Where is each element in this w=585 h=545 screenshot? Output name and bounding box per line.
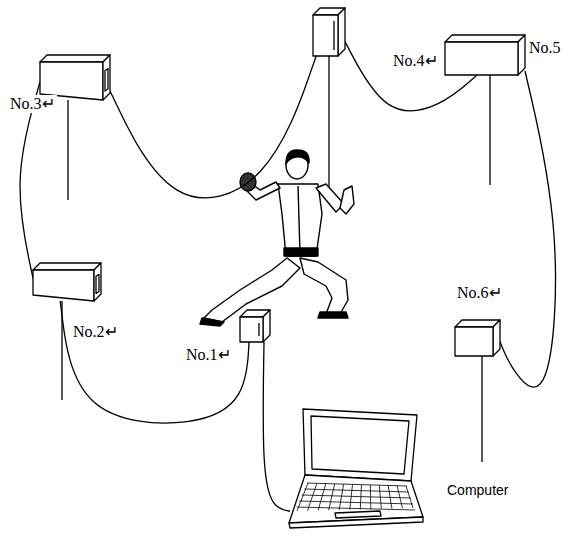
camera-outline (240, 310, 270, 342)
camera-front (455, 327, 493, 356)
figure-hair (286, 150, 309, 164)
camera-label: No.6↵ (455, 284, 504, 302)
camera-top (33, 263, 101, 270)
camera-lens (96, 274, 99, 293)
key-row (299, 501, 413, 504)
camera-stand (489, 75, 490, 185)
camera-top (445, 35, 525, 42)
camera-stand (328, 56, 329, 200)
camera-stand (481, 356, 482, 462)
key-column (339, 484, 343, 510)
laptop-lid (303, 409, 417, 481)
camera-body (455, 320, 500, 356)
key-column (350, 484, 353, 509)
figure-belt (284, 248, 318, 256)
camera-body (313, 8, 345, 56)
laptop-body (289, 409, 423, 528)
figure-shoe (200, 318, 224, 326)
camera-outline (40, 55, 110, 100)
figure-hand (340, 186, 354, 214)
camera-label: No.2↵ (71, 323, 120, 341)
camera-body (40, 55, 110, 100)
key-row (297, 507, 415, 510)
camera-cable (500, 71, 555, 387)
camera-front (240, 317, 263, 342)
camera-side (338, 8, 345, 56)
laptop-keys (297, 483, 415, 511)
computer-label: Computer (445, 483, 510, 498)
camera-cable (263, 342, 290, 511)
laptop-keyboard-deck (289, 475, 423, 523)
camera-node: No.1↵ (240, 310, 270, 342)
key-column (308, 483, 317, 510)
laptop-touchpad (335, 511, 381, 518)
key-column (297, 483, 308, 511)
camera-side (263, 310, 270, 342)
camera-body (445, 35, 525, 75)
camera-label: No.4↵ (391, 52, 440, 70)
key-row (304, 489, 409, 492)
camera-stands (62, 56, 490, 462)
laptop-screen (311, 416, 409, 474)
key-column (360, 485, 361, 510)
camera-front (313, 15, 338, 56)
camera-side (518, 35, 525, 75)
figure-leg (300, 258, 348, 314)
camera-side (103, 55, 110, 100)
camera-body (240, 310, 270, 342)
camera-label: No.1↵ (184, 346, 233, 364)
camera-body (33, 263, 101, 301)
key-column (397, 486, 402, 509)
key-column (406, 486, 413, 508)
key-column (370, 485, 371, 509)
camera-outline (33, 263, 101, 301)
camera-lens (105, 69, 108, 92)
camera-side (493, 320, 500, 356)
camera-front (33, 270, 94, 301)
figure-shoe (318, 312, 348, 318)
taichi-figure (200, 150, 354, 326)
figure-torso (278, 184, 322, 256)
key-column (318, 484, 326, 511)
camera-stand (67, 100, 68, 200)
computer-node: Computer (275, 405, 425, 530)
figure-leg (204, 258, 300, 322)
key-column (329, 484, 335, 510)
laptop-outline (275, 405, 425, 530)
camera-node: No.6↵ (455, 320, 500, 356)
camera-outline (445, 35, 525, 75)
camera-outline (313, 8, 345, 56)
camera-cable (60, 301, 249, 423)
camera-node: No.4↵ (313, 8, 345, 56)
key-column (388, 485, 392, 508)
key-row (307, 483, 407, 486)
figure-seam (298, 186, 300, 254)
key-row (302, 495, 411, 498)
camera-lens-edge (333, 21, 334, 50)
camera-node: No.5 (445, 35, 525, 75)
camera-lens-edge (258, 323, 259, 336)
camera-side (94, 263, 101, 301)
camera-top (40, 55, 110, 62)
camera-cable (110, 56, 316, 198)
camera-node: No.3↵ (40, 55, 110, 100)
camera-outline (455, 320, 500, 356)
camera-node: No.2↵ (33, 263, 101, 301)
key-column (379, 485, 381, 509)
camera-label: No.5 (527, 39, 563, 57)
camera-label: No.3↵ (8, 95, 57, 113)
laptop-base (289, 517, 423, 528)
camera-front (445, 42, 518, 75)
